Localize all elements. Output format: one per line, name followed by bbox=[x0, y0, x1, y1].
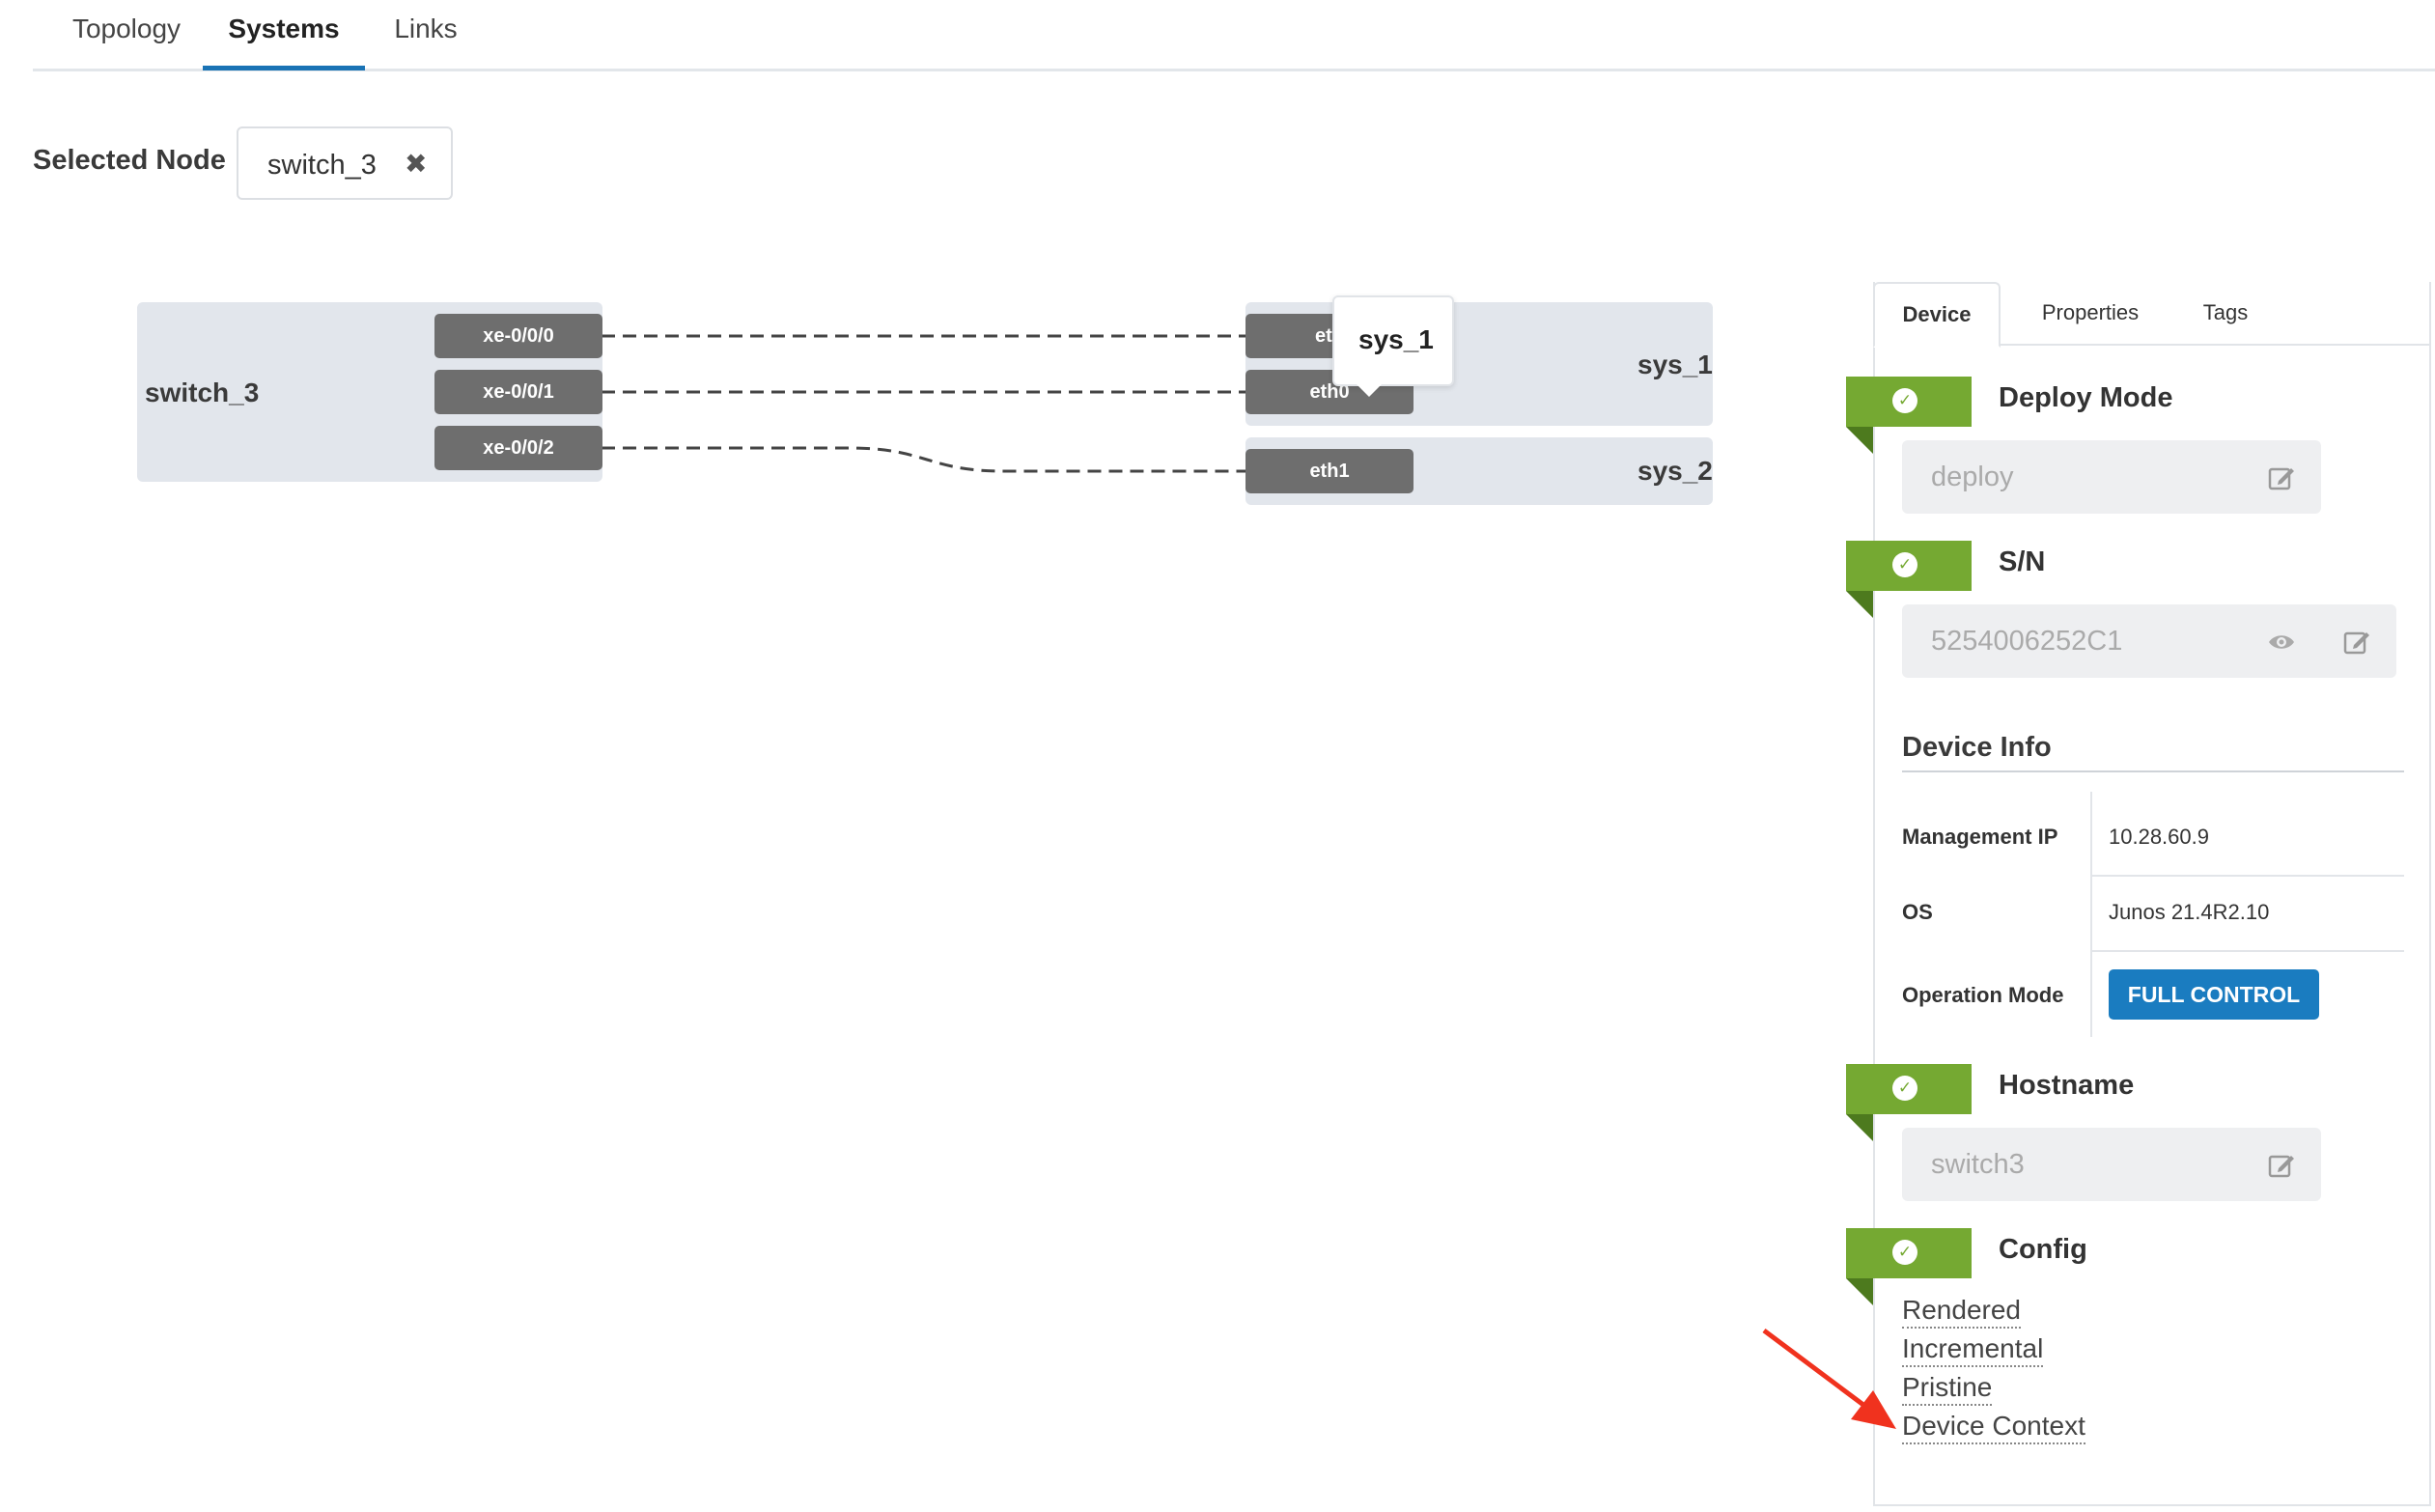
edit-icon[interactable] bbox=[2267, 1151, 2296, 1180]
os-value: Junos 21.4R2.10 bbox=[2109, 900, 2270, 924]
device-info-column-divider bbox=[2090, 792, 2092, 1037]
check-icon: ✓ bbox=[1892, 1240, 1917, 1265]
sys-2-label: sys_2 bbox=[1637, 456, 1713, 486]
tab-links[interactable]: Links bbox=[394, 14, 458, 43]
deploy-mode-flag-fold bbox=[1846, 427, 1873, 454]
hostname-flag-fold bbox=[1846, 1114, 1873, 1141]
link-lines bbox=[602, 334, 1245, 473]
hostname-title: Hostname bbox=[1999, 1070, 2135, 1101]
operation-mode-key: Operation Mode bbox=[1902, 983, 2064, 1007]
panel-tab-properties[interactable]: Properties bbox=[2041, 300, 2140, 324]
clear-selection-icon[interactable]: ✖ bbox=[405, 149, 428, 179]
tooltip-text: sys_1 bbox=[1358, 324, 1434, 354]
switch-3-label: switch_3 bbox=[145, 378, 260, 407]
config-link-pristine[interactable]: Pristine bbox=[1902, 1371, 1993, 1406]
sys-1-label: sys_1 bbox=[1637, 350, 1713, 379]
link-xe-0-0-2 bbox=[602, 446, 1245, 473]
sn-title: S/N bbox=[1999, 546, 2046, 577]
config-link-incremental[interactable]: Incremental bbox=[1902, 1332, 2044, 1367]
check-icon: ✓ bbox=[1892, 1076, 1917, 1101]
sn-field: 5254006252C1 bbox=[1902, 604, 2396, 678]
port-xe-0-0-1[interactable]: xe-0/0/1 bbox=[434, 370, 602, 414]
selected-node-label: Selected Node bbox=[33, 145, 226, 176]
panel-tab-tags[interactable]: Tags bbox=[2202, 300, 2249, 324]
tab-systems[interactable]: Systems bbox=[228, 14, 340, 43]
check-icon: ✓ bbox=[1892, 552, 1917, 577]
main-tab-bar: Topology Systems Links bbox=[33, 0, 2435, 71]
row-divider bbox=[2090, 950, 2404, 952]
tooltip-pointer bbox=[1357, 384, 1382, 397]
deploy-mode-title: Deploy Mode bbox=[1999, 382, 2173, 413]
eye-icon[interactable] bbox=[2267, 628, 2296, 657]
device-info-divider bbox=[1902, 770, 2404, 772]
edit-icon[interactable] bbox=[2342, 628, 2371, 657]
panel-tab-bar: Device Properties Tags bbox=[1873, 282, 2431, 348]
active-tab-indicator bbox=[203, 66, 365, 70]
operation-mode-button[interactable]: FULL CONTROL bbox=[2109, 969, 2319, 1020]
management-ip-key: Management IP bbox=[1902, 825, 2058, 849]
tab-topology[interactable]: Topology bbox=[71, 14, 182, 43]
hostname-value: switch3 bbox=[1931, 1149, 2025, 1180]
topology-diagram: switch_3 xe-0/0/0 xe-0/0/1 xe-0/0/2 sys_… bbox=[0, 0, 1738, 579]
config-link-rendered[interactable]: Rendered bbox=[1902, 1294, 2021, 1329]
port-sys-2-eth1[interactable]: eth1 bbox=[1245, 449, 1413, 493]
sn-value: 5254006252C1 bbox=[1931, 626, 2123, 657]
edit-icon[interactable] bbox=[2267, 463, 2296, 492]
config-link-device-context[interactable]: Device Context bbox=[1902, 1410, 2085, 1444]
device-info-title: Device Info bbox=[1902, 732, 2052, 763]
panel-tab-device[interactable]: Device bbox=[1873, 282, 2001, 348]
deploy-mode-value: deploy bbox=[1931, 462, 2014, 492]
management-ip-value: 10.28.60.9 bbox=[2109, 825, 2209, 849]
hostname-field: switch3 bbox=[1902, 1128, 2321, 1201]
device-panel bbox=[1873, 282, 2431, 1506]
config-title: Config bbox=[1999, 1234, 2087, 1265]
selected-node-value: switch_3 bbox=[267, 150, 377, 181]
selected-node-chip[interactable]: switch_3 ✖ bbox=[237, 126, 453, 200]
sn-flag-fold bbox=[1846, 591, 1873, 618]
deploy-mode-field: deploy bbox=[1902, 440, 2321, 514]
port-xe-0-0-2[interactable]: xe-0/0/2 bbox=[434, 426, 602, 470]
port-xe-0-0-0[interactable]: xe-0/0/0 bbox=[434, 314, 602, 358]
config-flag-fold bbox=[1846, 1278, 1873, 1305]
node-tooltip: sys_1 bbox=[1332, 295, 1454, 386]
check-icon: ✓ bbox=[1892, 388, 1917, 413]
os-key: OS bbox=[1902, 900, 1933, 924]
row-divider bbox=[2090, 875, 2404, 877]
